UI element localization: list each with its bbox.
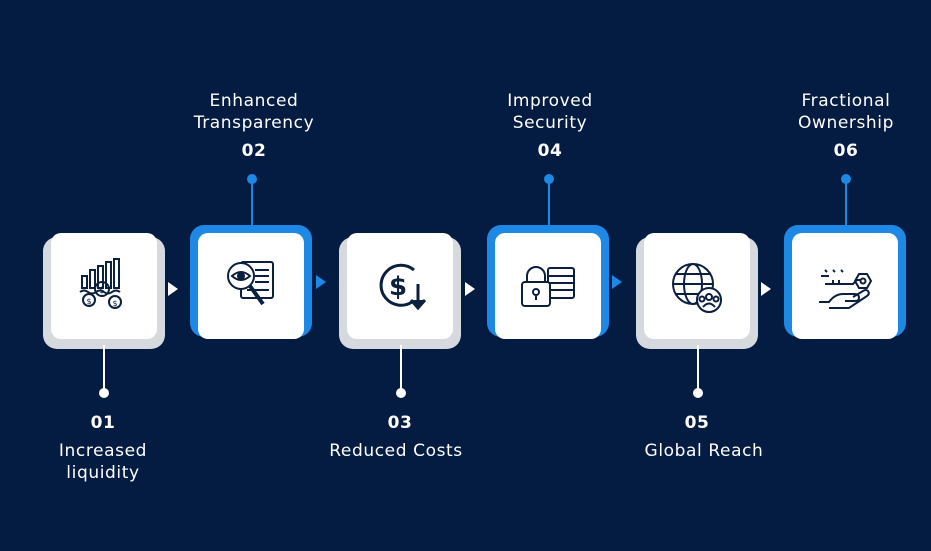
padlock-server-icon: [521, 266, 575, 307]
step-card: $ $ $: [51, 233, 157, 339]
connector-line: [697, 345, 699, 392]
step-label-line1: Enhanced: [209, 91, 299, 111]
step-card: [644, 233, 750, 339]
arrow-2-3: [316, 275, 326, 289]
connector-dot: [693, 388, 703, 398]
step-card: [792, 233, 898, 339]
connector-line: [103, 345, 105, 392]
svg-text:$: $: [99, 286, 105, 296]
svg-text:$: $: [112, 299, 117, 308]
globe-people-icon: [672, 263, 722, 313]
connector-dot: [396, 388, 406, 398]
step-number: 05: [684, 413, 710, 433]
step-label-line2: Transparency: [193, 113, 315, 133]
arrow-5-6: [761, 282, 771, 296]
svg-text:$: $: [86, 297, 91, 306]
step-number: 03: [387, 413, 413, 433]
step-label-line2: liquidity: [66, 463, 140, 483]
dollar-down-arrow-icon: $: [379, 263, 427, 311]
connector-dot: [841, 174, 851, 184]
connector-dot: [247, 174, 257, 184]
step-label-line1: Reduced Costs: [329, 441, 463, 461]
step-label-line2: Ownership: [797, 113, 895, 133]
connector-line: [548, 180, 550, 227]
step-label-line1: Fractional: [801, 91, 891, 111]
arrow-4-5: [612, 275, 622, 289]
step-number: 04: [537, 141, 563, 161]
arrow-1-2: [168, 282, 178, 296]
connector-dot: [99, 388, 109, 398]
hand-key-icon: [819, 269, 873, 309]
magnifier-eye-document-icon: [227, 261, 274, 306]
step-number: 02: [241, 141, 267, 161]
connector-line: [400, 345, 402, 392]
step-label-line1: Improved: [507, 91, 593, 111]
arrow-3-4: [465, 282, 475, 296]
step-card: [198, 233, 304, 339]
step-card: [495, 233, 601, 339]
connector-dot: [544, 174, 554, 184]
step-number: 01: [90, 413, 116, 433]
svg-text:$: $: [389, 272, 407, 302]
step-label-line1: Increased: [58, 441, 148, 461]
step-card: $: [347, 233, 453, 339]
step-label-line2: Security: [512, 113, 588, 133]
connector-line: [251, 180, 253, 227]
step-label-line1: Global Reach: [644, 441, 764, 461]
connector-line: [845, 180, 847, 227]
liquidity-chart-coins-icon: $ $ $: [79, 258, 122, 309]
step-number: 06: [833, 141, 859, 161]
